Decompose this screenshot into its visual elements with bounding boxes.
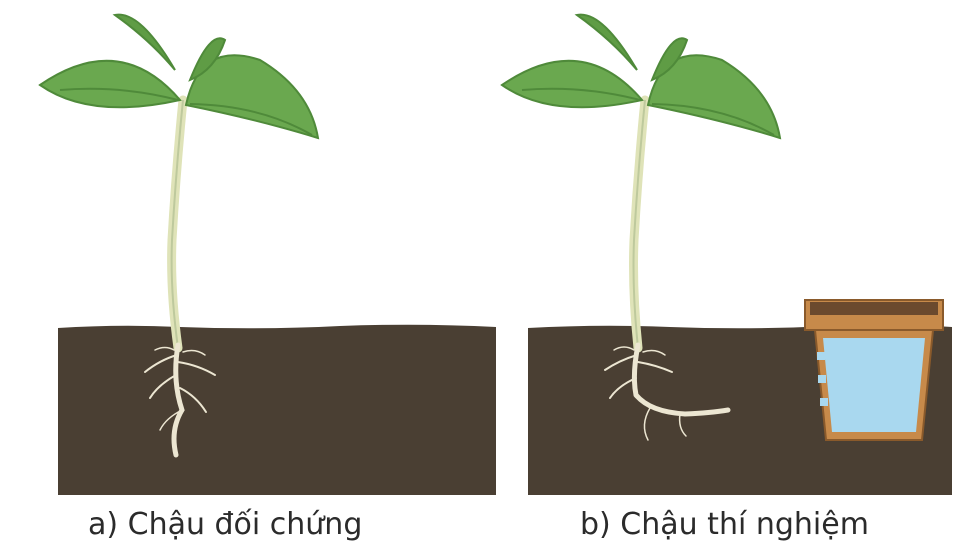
caption-experiment-pot: b) Chậu thí nghiệm (580, 503, 869, 547)
panel-control (0, 0, 500, 500)
experiment-plant-illustration (500, 0, 957, 500)
water-pot (805, 300, 943, 440)
soil-block (58, 325, 496, 495)
caption-control-pot: a) Chậu đối chứng (88, 503, 362, 547)
panel-experiment (500, 0, 957, 500)
water-fill (823, 338, 925, 432)
control-plant-illustration (0, 0, 500, 500)
